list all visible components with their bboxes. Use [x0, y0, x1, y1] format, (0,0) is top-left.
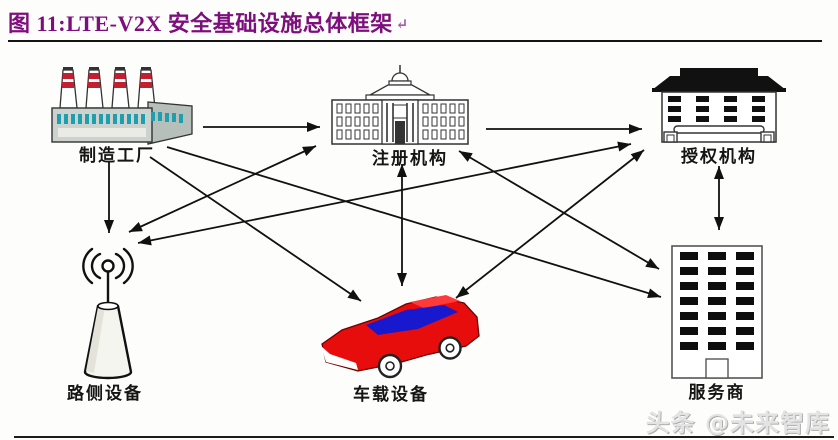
figure-title: 图 11:LTE-V2X 安全基础设施总体框架↵: [8, 6, 808, 38]
watermark: 头条 @未来智库: [645, 409, 830, 437]
diagram-edges: [104, 122, 724, 302]
vehicle-label: 车载设备: [353, 385, 429, 405]
figure-title-text: 图 11:LTE-V2X 安全基础设施总体框架: [8, 11, 393, 36]
bottom-rule: [14, 436, 834, 438]
highrise-building-icon: [671, 245, 763, 379]
service-label: 服务商: [688, 383, 746, 403]
edge-factory-vehicle: [149, 156, 362, 302]
factory-icon: [51, 67, 193, 145]
return-mark-icon: ↵: [395, 17, 409, 33]
edge-registration-service: [458, 150, 660, 270]
edge-authorization-vehicle: [455, 149, 645, 299]
title-underline: [8, 40, 822, 42]
office-building-icon: [652, 68, 786, 143]
roadside-label: 路侧设备: [67, 384, 143, 404]
authorization-label: 授权机构: [681, 147, 757, 167]
antenna-icon: [82, 247, 134, 380]
government-building-icon: [331, 65, 469, 145]
registration-label: 注册机构: [372, 149, 448, 169]
car-icon: [321, 295, 480, 379]
factory-label: 制造工厂: [79, 146, 155, 166]
